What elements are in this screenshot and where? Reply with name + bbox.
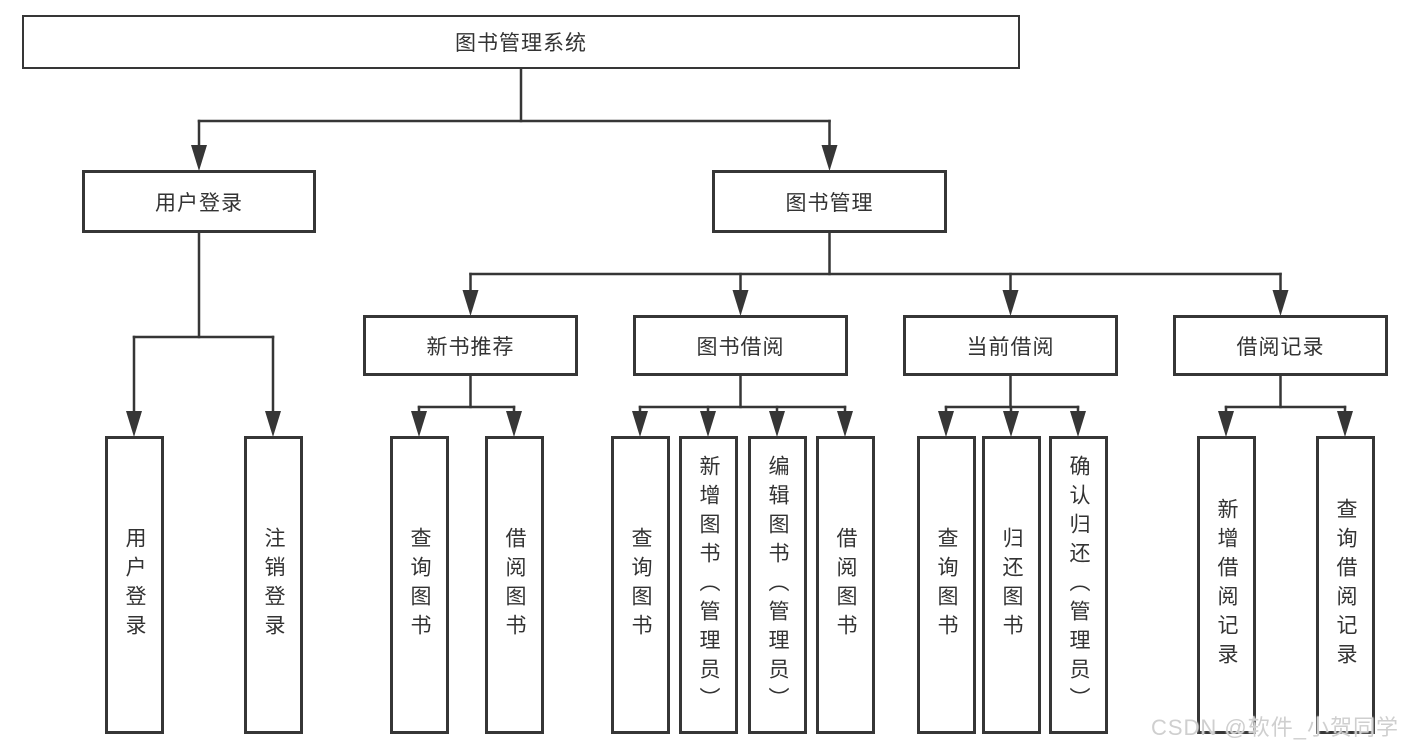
leaf-borrow-books-borrow: 借阅图书 xyxy=(816,436,875,734)
node-root: 图书管理系统 xyxy=(22,15,1020,69)
leaf-add-borrow-record-label: 新增借阅记录 xyxy=(1215,498,1238,672)
node-book-management: 图书管理 xyxy=(712,170,947,233)
node-borrow-records: 借阅记录 xyxy=(1173,315,1388,376)
leaf-confirm-return-admin: 确认归还（管理员） xyxy=(1049,436,1108,734)
leaf-logout-label: 注销登录 xyxy=(262,527,285,643)
leaf-add-borrow-record: 新增借阅记录 xyxy=(1197,436,1256,734)
leaf-edit-book-admin: 编辑图书（管理员） xyxy=(748,436,807,734)
leaf-borrow-books-recommend-label: 借阅图书 xyxy=(503,527,526,643)
node-book-borrow-label: 图书借阅 xyxy=(696,335,785,359)
leaf-return-books: 归还图书 xyxy=(982,436,1041,734)
leaf-query-books-borrow-label: 查询图书 xyxy=(629,527,652,643)
leaf-edit-book-admin-label: 编辑图书（管理员） xyxy=(766,454,789,716)
node-current-borrow: 当前借阅 xyxy=(903,315,1118,376)
leaf-query-books-current: 查询图书 xyxy=(917,436,976,734)
node-new-book-recommend: 新书推荐 xyxy=(363,315,578,376)
node-book-management-label: 图书管理 xyxy=(785,191,874,215)
node-borrow-records-label: 借阅记录 xyxy=(1236,335,1325,359)
node-book-borrow: 图书借阅 xyxy=(633,315,848,376)
node-user-login: 用户登录 xyxy=(82,170,316,233)
leaf-add-book-admin: 新增图书（管理员） xyxy=(679,436,738,734)
node-new-book-recommend-label: 新书推荐 xyxy=(426,335,515,359)
node-current-borrow-label: 当前借阅 xyxy=(966,335,1055,359)
leaf-query-books-borrow: 查询图书 xyxy=(611,436,670,734)
leaf-borrow-books-recommend: 借阅图书 xyxy=(485,436,544,734)
node-root-label: 图书管理系统 xyxy=(455,32,587,55)
leaf-query-books-current-label: 查询图书 xyxy=(935,527,958,643)
leaf-query-borrow-record-label: 查询借阅记录 xyxy=(1334,498,1357,672)
node-user-login-label: 用户登录 xyxy=(155,191,243,215)
leaf-query-books-recommend: 查询图书 xyxy=(390,436,449,734)
leaf-borrow-books-borrow-label: 借阅图书 xyxy=(834,527,857,643)
leaf-query-books-recommend-label: 查询图书 xyxy=(408,527,431,643)
leaf-logout: 注销登录 xyxy=(244,436,303,734)
leaf-return-books-label: 归还图书 xyxy=(1000,527,1023,643)
leaf-user-login-label: 用户登录 xyxy=(123,527,146,643)
leaf-confirm-return-admin-label: 确认归还（管理员） xyxy=(1067,454,1090,716)
leaf-query-borrow-record: 查询借阅记录 xyxy=(1316,436,1375,734)
leaf-user-login: 用户登录 xyxy=(105,436,164,734)
leaf-add-book-admin-label: 新增图书（管理员） xyxy=(697,454,720,716)
